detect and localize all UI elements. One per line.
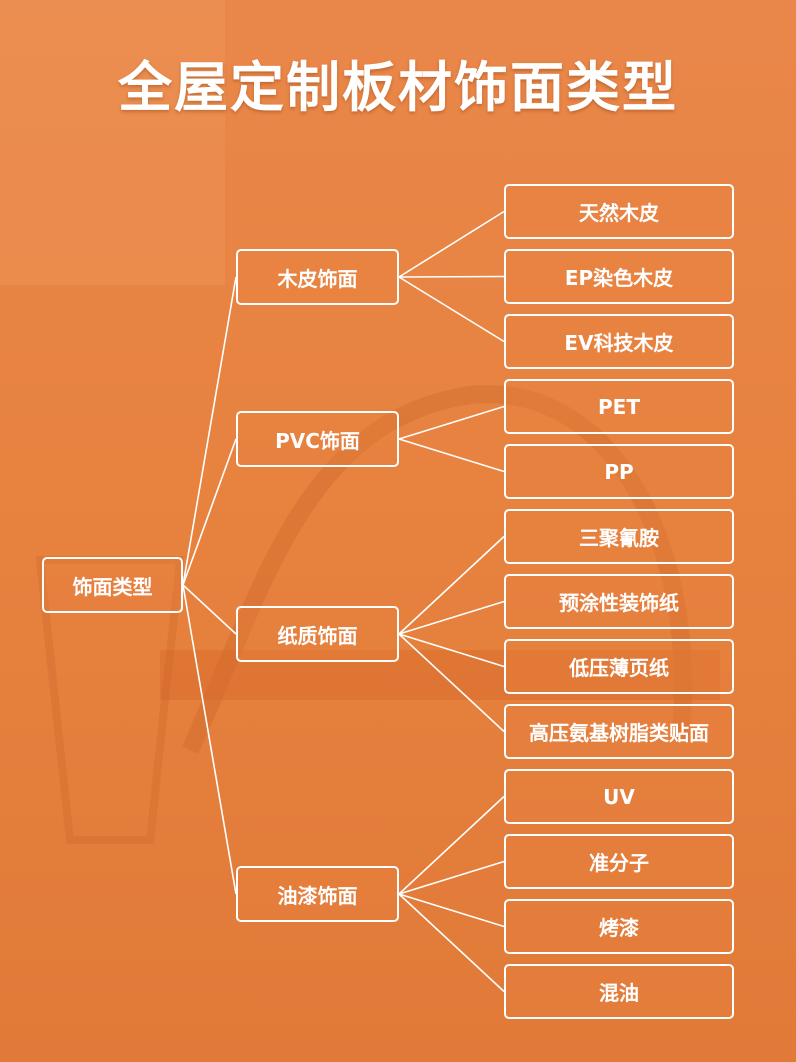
leaf-node-label: PP <box>604 459 634 484</box>
leaf-node: 烤漆 <box>504 899 734 954</box>
root-to-category-line <box>182 584 237 895</box>
leaf-node: EV科技木皮 <box>504 314 734 369</box>
root-to-category-line <box>182 584 237 635</box>
leaf-node: 天然木皮 <box>504 184 734 239</box>
category-to-leaf-line <box>398 275 505 278</box>
leaf-node: PP <box>504 444 734 499</box>
leaf-node-label: 高压氨基树脂类贴面 <box>529 721 709 745</box>
category-node-label: PVC饰面 <box>275 428 360 453</box>
leaf-node: 预涂性装饰纸 <box>504 574 734 629</box>
leaf-node: EP染色木皮 <box>504 249 734 304</box>
category-to-leaf-line <box>398 633 505 668</box>
page-title: 全屋定制板材饰面类型 <box>118 56 678 119</box>
category-node: 油漆饰面 <box>236 866 399 922</box>
category-to-leaf-line <box>398 893 505 993</box>
leaf-node: 高压氨基树脂类贴面 <box>504 704 734 759</box>
leaf-node-label: 混油 <box>599 981 639 1005</box>
category-node: 木皮饰面 <box>236 249 399 305</box>
leaf-node-label: 预涂性装饰纸 <box>559 591 679 615</box>
leaf-node: 低压薄页纸 <box>504 639 734 694</box>
root-node-label: 饰面类型 <box>72 574 153 599</box>
category-to-leaf-line <box>398 860 505 895</box>
category-node: 纸质饰面 <box>236 606 399 662</box>
leaf-node-label: EP染色木皮 <box>564 266 674 290</box>
category-to-leaf-line <box>398 600 505 635</box>
leaf-node-label: EV科技木皮 <box>564 331 674 355</box>
category-to-leaf-line <box>398 276 505 343</box>
category-to-leaf-line <box>398 438 505 473</box>
leaf-node-label: 天然木皮 <box>579 201 659 225</box>
root-to-category-line <box>182 276 237 586</box>
category-to-leaf-line <box>398 405 505 440</box>
root-to-category-line <box>182 438 237 586</box>
category-to-leaf-line <box>398 633 505 733</box>
leaf-node-label: 三聚氰胺 <box>579 526 659 550</box>
leaf-node-label: UV <box>603 784 635 809</box>
category-to-leaf-line <box>398 795 505 895</box>
leaf-node-label: 低压薄页纸 <box>569 656 669 680</box>
leaf-node-label: PET <box>598 394 640 419</box>
category-to-leaf-line <box>398 210 505 278</box>
category-node-label: 纸质饰面 <box>277 623 358 648</box>
category-node-label: 油漆饰面 <box>277 883 358 908</box>
root-node: 饰面类型 <box>42 557 183 613</box>
category-node-label: 木皮饰面 <box>277 266 358 291</box>
leaf-node-label: 准分子 <box>589 851 649 875</box>
category-node: PVC饰面 <box>236 411 399 467</box>
category-to-leaf-line <box>398 535 505 635</box>
leaf-node-label: 烤漆 <box>599 916 639 940</box>
leaf-node: 三聚氰胺 <box>504 509 734 564</box>
leaf-node: UV <box>504 769 734 824</box>
leaf-node: 准分子 <box>504 834 734 889</box>
leaf-node: PET <box>504 379 734 434</box>
category-to-leaf-line <box>398 893 505 928</box>
leaf-node: 混油 <box>504 964 734 1019</box>
